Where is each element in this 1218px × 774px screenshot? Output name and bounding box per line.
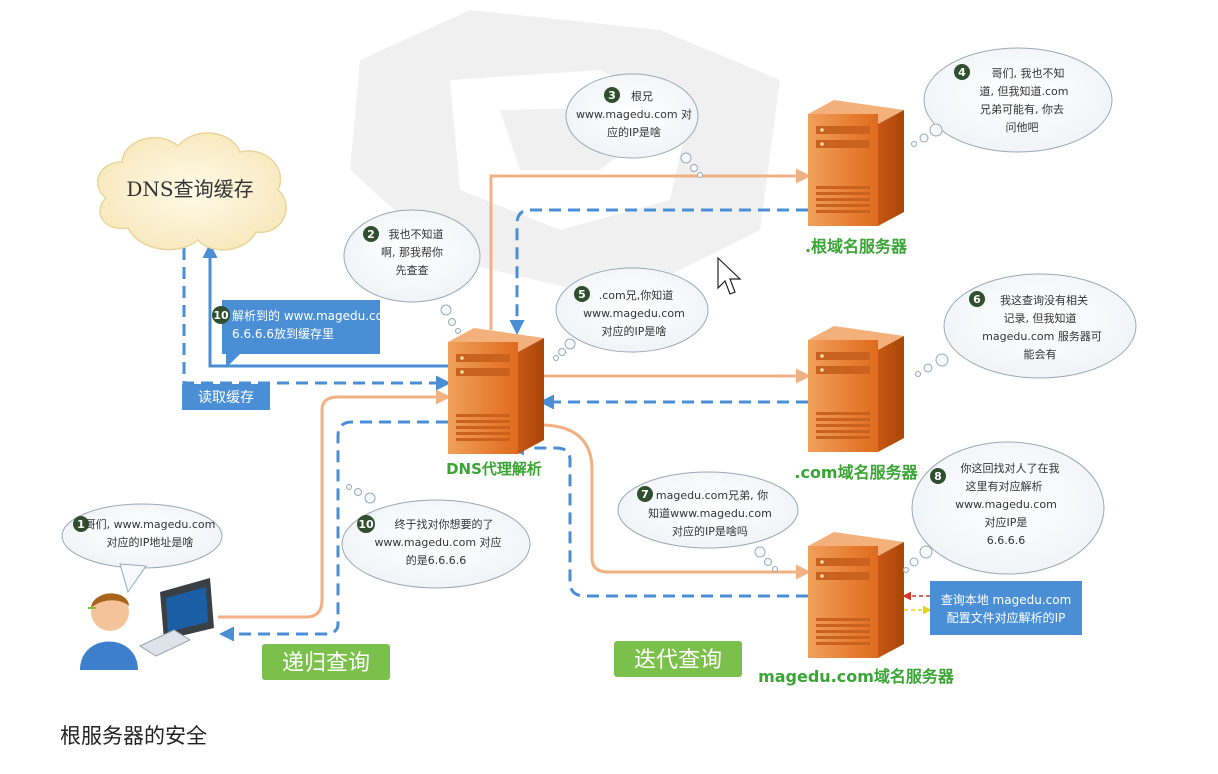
bubble-6-number: 6 bbox=[973, 293, 981, 306]
magedu-server-icon bbox=[808, 532, 904, 658]
magedu-server-label: magedu.com域名服务器 bbox=[758, 667, 955, 686]
bubble-3-line-3: 应的IP是啥 bbox=[607, 125, 661, 139]
bubble-8-line-4: 对应IP是 bbox=[985, 515, 1028, 529]
bubble-8-line-5: 6.6.6.6 bbox=[987, 534, 1025, 547]
bubble-7: 7 magedu.com兄弟, 你 知道www.magedu.com 对应的IP… bbox=[617, 471, 799, 572]
root-server-label: .根域名服务器 bbox=[805, 237, 908, 256]
bubble-8-line-3: www.magedu.com bbox=[955, 498, 1057, 511]
bubble-6-line-1: 我这查询没有相关 bbox=[1000, 293, 1088, 307]
bubble-4-line-4: 问他吧 bbox=[1006, 121, 1039, 134]
bubble-7-line-2: 知道www.magedu.com bbox=[648, 506, 772, 520]
read-cache-box: 读取缓存 bbox=[182, 384, 270, 410]
recursive-query-badge: 递归查询 bbox=[262, 644, 390, 680]
bubble-10-line-1: 终于找对你想要的了 bbox=[395, 517, 494, 531]
bubble-5-line-3: 对应的IP是啥 bbox=[602, 324, 667, 338]
bubble-10-line-3: 的是6.6.6.6 bbox=[406, 553, 466, 567]
iterative-query-label: 迭代查询 bbox=[634, 648, 722, 673]
cache-update-arrow bbox=[202, 243, 448, 368]
bubble-8-line-1: 你这回找对人了在我 bbox=[961, 461, 1060, 475]
bubble-4-number: 4 bbox=[958, 66, 966, 79]
bubble-3-line-1: 根兄 bbox=[631, 89, 653, 103]
bubble-1-line-2: 对应的IP地址是啥 bbox=[107, 535, 194, 549]
bubble-2-line-2: 啊, 那我帮你 bbox=[381, 246, 443, 259]
dns-proxy-server-icon bbox=[448, 328, 544, 454]
bubble-8-line-2: 这里有对应解析 bbox=[966, 479, 1043, 493]
recursive-query-label: 递归查询 bbox=[282, 651, 370, 676]
read-cache-label: 读取缓存 bbox=[198, 389, 254, 406]
bubble-3: 3 根兄 www.magedu.com 对 应的IP是啥 bbox=[565, 73, 703, 178]
bubble-2-line-1: 我也不知道 bbox=[389, 227, 444, 241]
bubble-1-number: 1 bbox=[77, 518, 85, 531]
com-server-icon bbox=[808, 326, 904, 452]
bubble-5-number: 5 bbox=[578, 288, 586, 301]
user-icon bbox=[80, 593, 138, 670]
bubble-9-line-2: 6.6.6.6放到缓存里 bbox=[232, 326, 334, 341]
iterative-query-badge: 迭代查询 bbox=[614, 641, 742, 677]
local-lookup-line-1: 查询本地 magedu.com bbox=[941, 593, 1072, 607]
bubble-4: 4 哥们, 我也不知 道, 但我知道.com 兄弟可能有, 你去 问他吧 bbox=[911, 47, 1113, 153]
bubble-5-line-1: .com兄,你知道 bbox=[599, 288, 674, 302]
bubble-9-line-1: 解析到的 www.magedu.com bbox=[232, 308, 395, 323]
bubble-7-number: 7 bbox=[641, 488, 649, 501]
dns-cache-cloud: DNS查询缓存 bbox=[96, 132, 287, 251]
bubble-10-number: 10 bbox=[358, 518, 374, 531]
bubble-3-line-2: www.magedu.com 对 bbox=[576, 107, 692, 121]
dns-proxy-label: DNS代理解析 bbox=[446, 460, 542, 478]
bubble-10-line-2: www.magedu.com 对应 bbox=[374, 535, 501, 549]
bubble-4-line-1: 哥们, 我也不知 bbox=[992, 66, 1065, 80]
bubble-8: 8 你这回找对人了在我 这里有对应解析 www.magedu.com 对应IP是… bbox=[903, 441, 1105, 575]
callout-9: 10 解析到的 www.magedu.com 6.6.6.6放到缓存里 bbox=[212, 300, 395, 368]
root-server-icon bbox=[808, 100, 904, 226]
bubble-7-line-1: magedu.com兄弟, 你 bbox=[656, 489, 768, 502]
bubble-1-line-1: 哥们, www.magedu.com bbox=[85, 517, 216, 531]
bubble-4-line-3: 兄弟可能有, 你去 bbox=[980, 102, 1064, 116]
bubble-2-line-3: 先查查 bbox=[396, 263, 429, 277]
bubble-5-line-2: www.magedu.com bbox=[583, 307, 685, 320]
bubble-6-line-3: magedu.com 服务器可 bbox=[982, 330, 1102, 343]
bubble-1: 1 哥们, www.magedu.com 对应的IP地址是啥 bbox=[61, 503, 223, 594]
bubble-5: 5 .com兄,你知道 www.magedu.com 对应的IP是啥 bbox=[553, 267, 709, 361]
computer-icon bbox=[138, 578, 214, 657]
bubble-9-number: 10 bbox=[213, 309, 229, 322]
bubble-4-line-2: 道, 但我知道.com bbox=[980, 84, 1069, 98]
bubble-7-line-3: 对应的IP是啥吗 bbox=[672, 524, 748, 538]
bubble-6: 6 我这查询没有相关 记录, 但我知道 magedu.com 服务器可 能会有 bbox=[915, 273, 1137, 379]
local-lookup-line-2: 配置文件对应解析的IP bbox=[947, 610, 1066, 625]
bubble-6-line-2: 记录, 但我知道 bbox=[1004, 311, 1077, 325]
response-arrows bbox=[182, 208, 808, 642]
com-server-label: .com域名服务器 bbox=[794, 463, 918, 482]
mouse-cursor-icon bbox=[717, 256, 742, 295]
bubble-2: 2 我也不知道 啊, 那我帮你 先查查 bbox=[343, 209, 481, 334]
bubble-6-line-4: 能会有 bbox=[1024, 347, 1057, 361]
bubble-2-number: 2 bbox=[367, 228, 375, 241]
bubble-8-number: 8 bbox=[934, 470, 942, 483]
cache-label: DNS查询缓存 bbox=[126, 177, 253, 201]
section-heading: 根服务器的安全 bbox=[60, 724, 207, 748]
bubble-10: 10 终于找对你想要的了 www.magedu.com 对应 的是6.6.6.6 bbox=[341, 484, 531, 589]
bubble-3-number: 3 bbox=[608, 89, 616, 102]
local-lookup-box: 查询本地 magedu.com 配置文件对应解析的IP bbox=[902, 581, 1082, 635]
